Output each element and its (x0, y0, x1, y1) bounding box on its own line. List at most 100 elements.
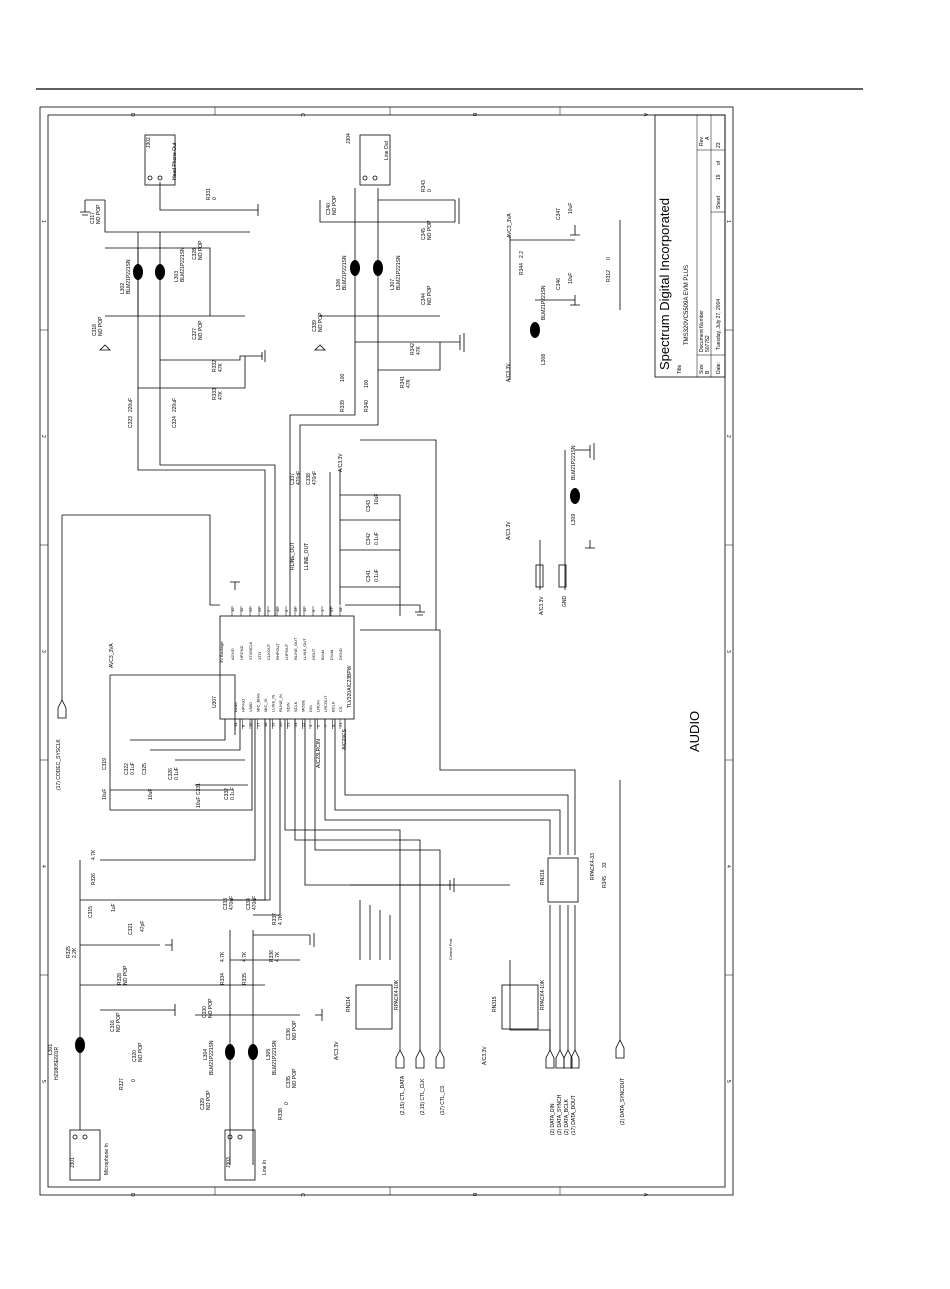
zone-bottom-2: C (299, 1193, 305, 1197)
c326-value: 0.1uF (174, 767, 180, 780)
codec-pin-name: DGND (338, 648, 343, 660)
c322-value: 0.1uF (130, 762, 136, 775)
c341-ref: C341 (366, 570, 372, 582)
codec-note: 3V Backage (219, 641, 224, 663)
codec-pin-number: 28 (338, 607, 343, 612)
c321-ref: C321 (128, 923, 134, 935)
codec-pin-name: RLINE_IN (278, 694, 283, 712)
net-rline-out: RLINE_OUT (290, 542, 296, 570)
codec-pin-name: HPVdd (241, 699, 246, 712)
codec-pin-name: MIC_BIAS (256, 693, 261, 712)
codec-pin-name: XTO (257, 652, 262, 660)
codec-pin-name: CS (338, 706, 343, 712)
r338-ref: R338 (278, 1108, 284, 1120)
j304-ref: J304 (346, 133, 352, 144)
codec-pin-name: XTI/MCLK (248, 641, 253, 660)
date-value: Tuesday, July 27, 2004 (716, 299, 722, 350)
r335-value: 4.7K (242, 951, 248, 962)
mic-jack (69, 1129, 101, 1181)
l303-value: BLM21P221SN (180, 247, 186, 282)
r344-ref: R344 (519, 263, 525, 275)
c341-value: 0.1uF (374, 569, 380, 582)
c347-value: 10uF (568, 203, 574, 214)
c324-value: 220uF (172, 398, 178, 412)
size-value: B (705, 370, 711, 374)
c331-ref: C331 (196, 783, 202, 795)
l307-value: BLM21P221SN (396, 255, 402, 290)
codec-pin-number: 18 (263, 722, 268, 727)
c316-value: NO POP (116, 1012, 122, 1032)
c343-ref: C343 (366, 500, 372, 512)
avc33v-label-1: A/C3.3V (338, 453, 344, 472)
codec-pin-number: 15 (230, 607, 235, 612)
rn314-value: RPACK4-10K (394, 979, 400, 1010)
r338-value: 0 (284, 1102, 290, 1105)
codec-pin-number: 13 (293, 607, 298, 612)
c333-ref: C333 (223, 898, 229, 910)
codec-pin-number: 17 (256, 722, 261, 727)
net-ctl-cs: (17) CTL_CS (440, 1085, 446, 1115)
c327-ref: C327 (192, 328, 198, 340)
company-name: Spectrum Digital Incorporated (657, 198, 672, 370)
r328-value: NO POP (123, 965, 129, 985)
net-data-dout: (17) DATA_DOUT (571, 1095, 577, 1135)
l307-ref: L307 (390, 279, 396, 290)
zone-top-4: A (642, 113, 648, 117)
c342-value: 0.1uF (374, 532, 380, 545)
zone-right-5: 5 (725, 1080, 731, 1083)
codec-pin-name: AVdd (233, 703, 238, 713)
headphone-jack (144, 134, 176, 186)
l309-ref: L309 (571, 514, 577, 525)
c336-ref: C336 (286, 1028, 292, 1040)
r343-value: 0 (427, 189, 433, 192)
l306-ref: L306 (336, 279, 342, 290)
r340-ref: R340 (364, 400, 370, 412)
resistor-packs (355, 857, 579, 1030)
avc3-3va-label-2: AVC3_3VA (109, 643, 115, 668)
drawing-border (39, 106, 734, 1196)
codec-pin-number: 22 (301, 722, 306, 727)
codec-pin-name: HPGND (239, 645, 244, 660)
c338-ref: C338 (306, 473, 312, 485)
codec-pin-number: 4 (308, 724, 313, 727)
avc33v-label-4: A/C3.3V (334, 1041, 340, 1060)
r339-value: 100 (340, 373, 346, 382)
r332-ref: R332 (212, 360, 218, 372)
codec-pin-number: 12 (302, 607, 307, 612)
linein-jack (224, 1129, 256, 1181)
codec-pin-name: LRCIN (316, 700, 321, 712)
codec-pin-number: 26 (257, 607, 262, 612)
zone-left-5: 5 (40, 1080, 46, 1083)
zone-right-4: 4 (725, 865, 731, 868)
l302-ref: L302 (120, 283, 126, 294)
rn315-ref: RN315 (492, 996, 498, 1012)
codec-pin-number: 21 (338, 722, 343, 727)
net-aic23cs: AIC23CS (342, 728, 348, 750)
c331-value: 10uF (196, 797, 202, 808)
net-lline-out: LLINE_OUT (304, 543, 310, 570)
codec-pin-number: 2 (266, 609, 271, 612)
rn314-ref: RN314 (346, 996, 352, 1012)
codec-pin-number: 7 (323, 724, 328, 727)
c343-value: 10uF (374, 494, 380, 505)
c332-value: 0.1uF (230, 787, 236, 800)
r331-ref: R331 (206, 188, 212, 200)
net-data-din: (2) DATA_DIN (550, 1103, 556, 1135)
connectors (535, 564, 567, 588)
codec-pin-number: 3 (331, 724, 336, 727)
c336-value: NO POP (292, 1020, 298, 1040)
net-data-synch: (2) DATA_SYNCH (557, 1094, 563, 1135)
codec-pin-name: LRCOUT (323, 695, 328, 712)
c335-ref: C335 (286, 1076, 292, 1088)
codec-sysclk-net: (17) CODEC_SYSCLK (56, 738, 62, 790)
title-label: Title (677, 365, 683, 374)
c315-value: 1uF (111, 903, 117, 912)
page-label-audio: AUDIO (687, 711, 702, 752)
c330-value: NO POP (208, 998, 214, 1018)
codec-right-pins: 15AGND11HPGND25XTI/MCLK26XTO2CLKOUT10RHP… (230, 606, 343, 660)
net-ctl-data: (2,15) CTL_DATA (400, 1075, 406, 1115)
board-title: TMS320VC5509A EVM PLUS (684, 265, 690, 345)
zone-bottom-3: B (471, 1193, 477, 1197)
codec-pin-name: AGND (230, 648, 235, 660)
avc33v-label-2: A/C3.3V (506, 363, 512, 382)
